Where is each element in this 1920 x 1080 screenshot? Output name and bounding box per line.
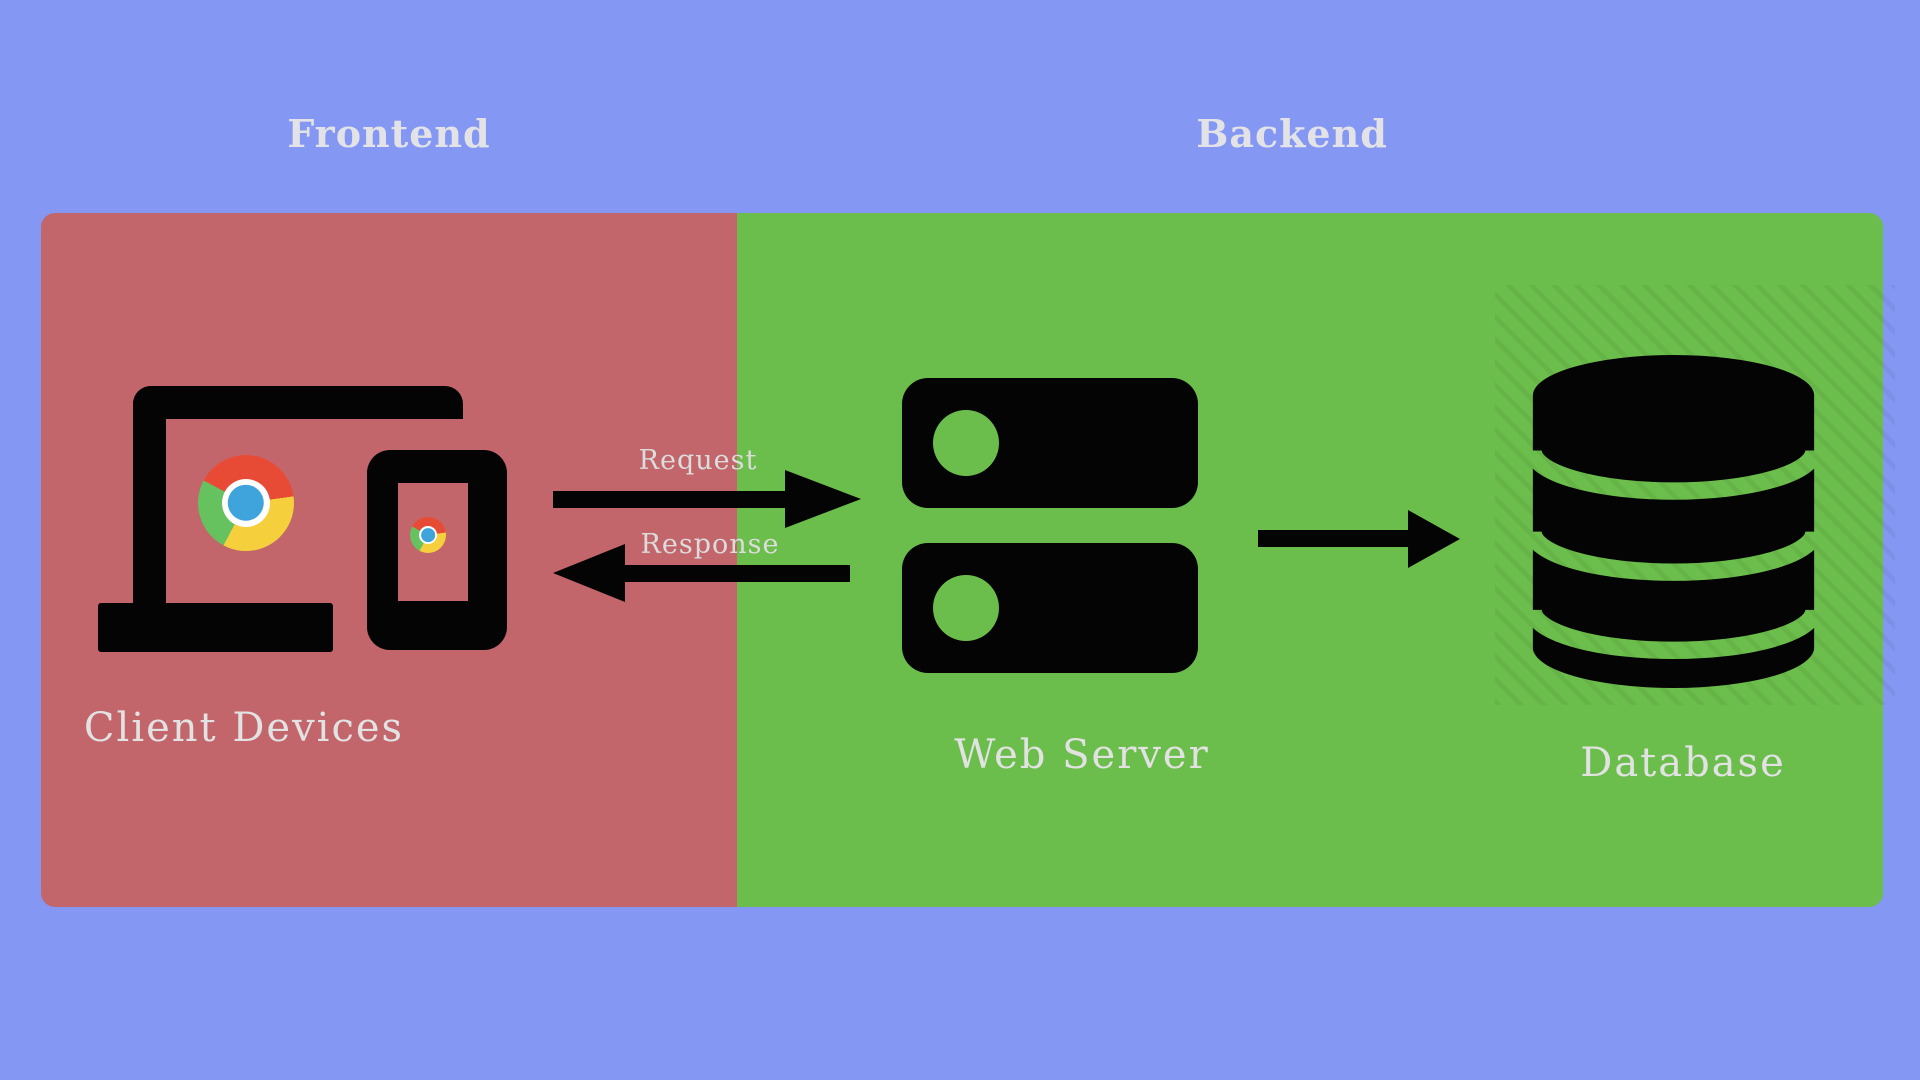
database-icon xyxy=(1527,355,1820,688)
request-arrow-right-icon xyxy=(785,470,861,528)
server-led-icon xyxy=(933,410,999,476)
server-to-db-arrow-shaft xyxy=(1258,530,1410,547)
request-arrow-label: Request xyxy=(638,445,758,476)
backend-section-label: Backend xyxy=(1196,111,1388,156)
laptop-icon xyxy=(98,603,333,652)
server-unit xyxy=(902,543,1198,673)
frontend-section-label: Frontend xyxy=(287,111,491,156)
smartphone-screen xyxy=(398,483,468,601)
server-unit xyxy=(902,378,1198,508)
smartphone-icon xyxy=(367,450,507,650)
laptop-icon xyxy=(133,386,463,419)
response-arrow-left-icon xyxy=(553,544,625,602)
server-stack-icon xyxy=(902,378,1198,677)
chrome-browser-icon xyxy=(410,517,446,553)
response-arrow-label: Response xyxy=(640,529,780,560)
server-led-icon xyxy=(933,575,999,641)
database-label: Database xyxy=(1580,740,1786,786)
chrome-browser-icon xyxy=(198,455,294,551)
client-devices-label: Client Devices xyxy=(83,705,405,751)
server-to-db-arrow-right-icon xyxy=(1408,510,1460,568)
web-server-label: Web Server xyxy=(954,732,1210,778)
request-arrow-shaft xyxy=(553,491,791,508)
laptop-icon xyxy=(133,386,166,603)
response-arrow-shaft xyxy=(622,565,850,582)
